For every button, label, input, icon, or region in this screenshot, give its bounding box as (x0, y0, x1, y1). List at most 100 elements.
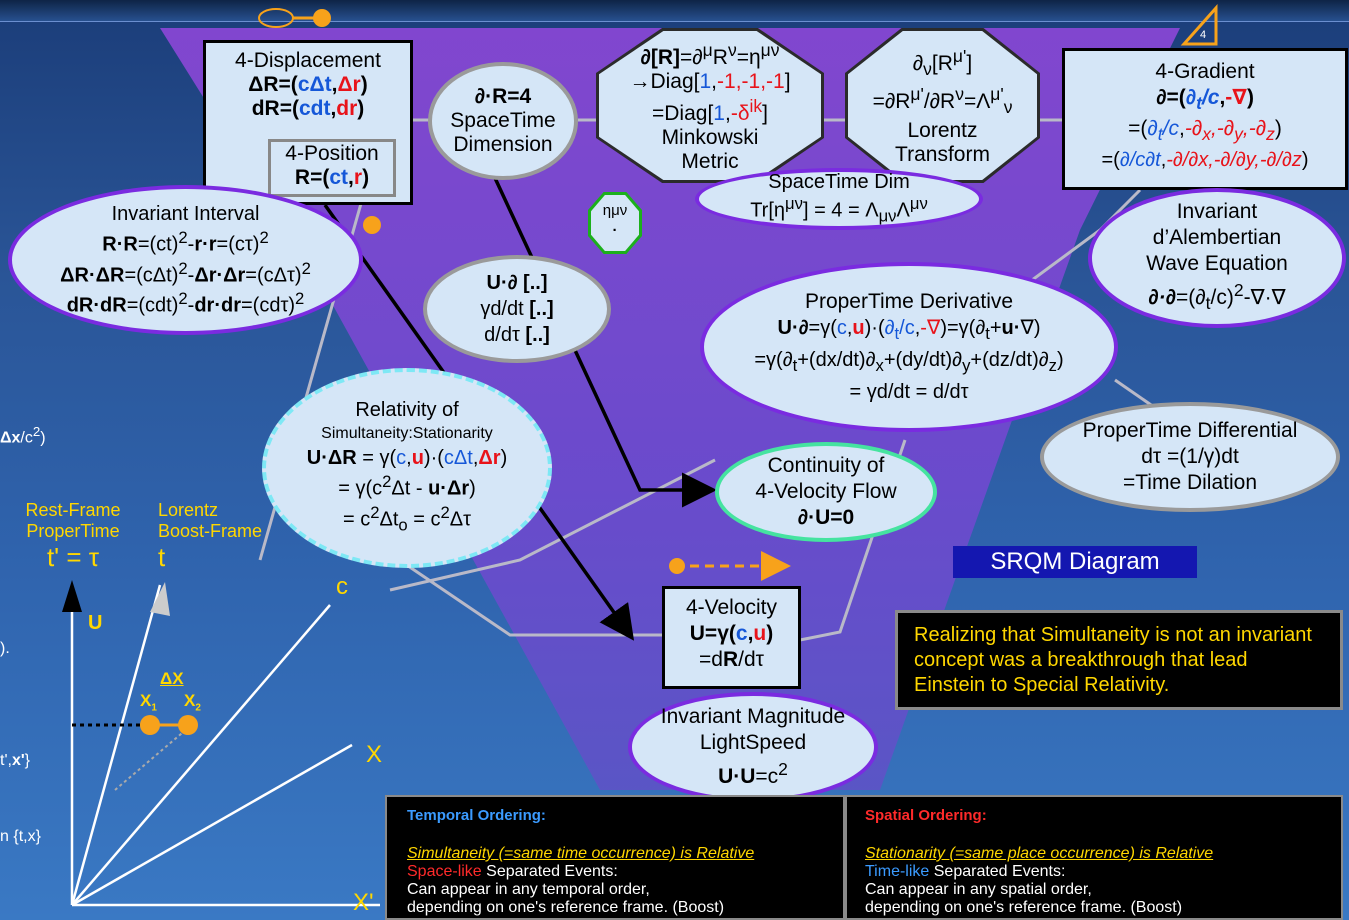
propder-line1: U·∂=γ(c,u)·(∂t/c,-∇)=γ(∂t+u·∇) (777, 317, 1041, 343)
spatial-separated: Separated Events: (929, 863, 1066, 880)
left-fragment-a: Δx/c2) (0, 424, 46, 447)
relsim-line2: Simultaneity:Stationarity (321, 425, 493, 443)
velocity-box: 4-Velocity U=γ(c,u) =dR/dτ (662, 586, 801, 689)
spatial-title: Spatial Ordering: (865, 807, 987, 824)
dalembert-line1: Invariant (1176, 200, 1258, 224)
left-fragment-d: n {t,x} (0, 828, 41, 845)
position-title: 4-Position (285, 142, 379, 165)
boost-label-l2: Boost-Frame (158, 521, 263, 541)
top-key-icon (258, 8, 331, 28)
x2-label: X2 (184, 691, 201, 714)
lorentz-octagon: ∂ν[Rμ'] =∂Rμ'/∂Rν=Λμ'ν Lorentz Transform (845, 28, 1040, 183)
x1-label: X1 (140, 691, 157, 714)
relsim-line3: U·ΔR = γ(c,u)·(cΔt,Δr) (306, 447, 508, 470)
spatial-ordering-panel: Spatial Ordering: Stationarity (=same pl… (845, 795, 1343, 920)
rest-label-eq: t' = τ (46, 542, 100, 572)
spacetime-axes (70, 584, 380, 907)
udel-ellipse: U·∂ [..] γd/dt [..] d/dτ [..] (423, 255, 611, 363)
c-axis-label: c (336, 573, 348, 600)
boost-label-l1: Lorentz (158, 500, 219, 520)
metric-line3: =Diag[1,-δik] (652, 95, 768, 125)
note-box: Realizing that Simultaneity is not an in… (895, 610, 1343, 710)
udel-line2: γd/dt [..] (480, 298, 554, 320)
boost-axis-arrow (150, 582, 170, 616)
temporal-line3: Can appear in any temporal order, (407, 881, 650, 898)
spatial-line4: depending on one's reference frame. (Boo… (865, 899, 1183, 916)
position-dot (363, 216, 381, 234)
continuity-line1: Continuity of (767, 454, 885, 477)
rest-frame-label: Rest-Frame ProperTime t' = τ (18, 500, 128, 572)
eta-dot: · (612, 222, 618, 239)
rest-label-l2: ProperTime (26, 521, 120, 541)
magnitude-line1: Invariant Magnitude (660, 705, 846, 728)
displacement-delta: ΔR=(cΔt,Δr) (248, 73, 368, 96)
displacement-box: 4-Displacement ΔR=(cΔt,Δr) dR=(cdt,dr) 4… (203, 40, 413, 205)
temporal-ordering-panel: Temporal Ordering: Simultaneity (=same t… (385, 795, 845, 920)
temporal-line2: Space-like Separated Events: (407, 863, 823, 881)
ptdiff-line1: dτ =(1/γ)dt (1141, 445, 1239, 468)
metric-line2: →Diag[1,-1,-1,-1] (629, 69, 791, 93)
left-fragment-c: t',x'} (0, 752, 30, 769)
dimension-eq: ∂·R=4 (474, 85, 532, 108)
x-axis-label: X (366, 741, 383, 768)
interval-ellipse: Invariant Interval R·R=(ct)2-r·r=(cτ)2 Δ… (8, 185, 363, 335)
metric-line1: ∂[R]=∂μRν=ημν (640, 39, 780, 69)
continuity-line3: ∂·U=0 (797, 506, 855, 529)
dimension-line3: Dimension (453, 133, 553, 156)
propder-line2: =γ(∂t+(dx/dt)∂x+(dy/dt)∂y+(dz/dt)∂z) (754, 349, 1064, 375)
velocity-line2: =dR/dτ (699, 648, 764, 671)
lorentz-line2: =∂Rμ'/∂Rν=Λμ'ν (872, 83, 1013, 117)
velocity-dot (669, 558, 685, 574)
magnitude-ellipse: Invariant Magnitude LightSpeed U·U=c2 (628, 692, 878, 802)
position-box: 4-Position R=(ct,r) (268, 139, 396, 197)
dalembert-ellipse: Invariant d’Alembertian Wave Equation ∂·… (1088, 188, 1346, 328)
spatial-line2: Time-like Separated Events: (865, 863, 1323, 881)
propder-line3: = γd/dt = d/dτ (849, 381, 969, 403)
gradient-line1: ∂=(∂t/c,-∇) (1156, 86, 1254, 114)
event-x1-dot (140, 715, 160, 735)
delta-x-label: ΔX (160, 669, 184, 688)
metric-octagon: ∂[R]=∂μRν=ημν →Diag[1,-1,-1,-1] =Diag[1,… (596, 28, 824, 183)
magnitude-line2: LightSpeed (699, 731, 807, 754)
gradient-line2: =(∂t/c,-∂x,-∂y,-∂z) (1128, 117, 1282, 145)
lorentz-line1: ∂ν[Rμ'] (912, 46, 973, 80)
magnitude-line3: U·U=c2 (718, 759, 788, 788)
relsim-line4: = γ(c2Δt - u·Δr) (338, 472, 476, 500)
spatial-timelike: Time-like (865, 863, 930, 880)
continuity-line2: 4-Velocity Flow (755, 480, 897, 503)
position-eq: R=(ct,r) (294, 166, 370, 189)
trace-line1: SpaceTime Dim (768, 170, 910, 193)
triangle-label: 4 (1200, 29, 1206, 41)
rest-label-l1: Rest-Frame (25, 500, 121, 520)
velocity-title: 4-Velocity (685, 596, 778, 619)
displacement-title: 4-Displacement (235, 49, 381, 72)
lorentz-line3: Lorentz (907, 118, 978, 142)
propertime-differential-ellipse: ProperTime Differential dτ =(1/γ)dt =Tim… (1040, 402, 1340, 512)
dimension-line2: SpaceTime (450, 109, 556, 132)
udel-line1: U·∂ [..] (486, 272, 548, 294)
gradient-title: 4-Gradient (1155, 60, 1255, 83)
diagram-title: SRQM Diagram (953, 546, 1197, 578)
top-banner (0, 0, 1349, 22)
interval-line3: dR·dR=(cdt)2-dr·dr=(cdτ)2 (66, 289, 305, 317)
metric-line5: Metric (681, 149, 739, 173)
interval-title: Invariant Interval (111, 203, 260, 226)
interval-line2: ΔR·ΔR=(cΔt)2-Δr·Δr=(cΔτ)2 (60, 258, 311, 287)
note-text: Realizing that Simultaneity is not an in… (914, 624, 1312, 696)
continuity-ellipse: Continuity of 4-Velocity Flow ∂·U=0 (715, 442, 937, 542)
dalembert-line2: d’Alembertian (1152, 226, 1282, 250)
temporal-line4: depending on one's reference frame. (Boo… (407, 899, 725, 916)
boost-frame-label: Lorentz Boost-Frame t (158, 500, 288, 572)
interval-line1: R·R=(ct)2-r·r=(cτ)2 (102, 228, 269, 256)
eta-symbol: ημν (602, 202, 628, 219)
gradient-box: 4-Gradient ∂=(∂t/c,-∇) =(∂t/c,-∂x,-∂y,-∂… (1062, 48, 1348, 190)
relsim-line1: Relativity of (355, 399, 459, 422)
relsim-line5: = c2Δto = c2Δτ (342, 503, 472, 535)
boost-label-t: t (158, 542, 166, 572)
displacement-diff: dR=(cdt,dr) (251, 97, 365, 120)
dimension-ellipse: ∂·R=4 SpaceTime Dimension (428, 62, 578, 180)
propder-title: ProperTime Derivative (804, 290, 1014, 313)
propertime-derivative-ellipse: ProperTime Derivative U·∂=γ(c,u)·(∂t/c,-… (700, 262, 1118, 432)
lorentz-line4: Transform (895, 142, 990, 166)
trace-line2: Tr[ημν] = 4 = ΛμνΛμν (750, 193, 928, 226)
